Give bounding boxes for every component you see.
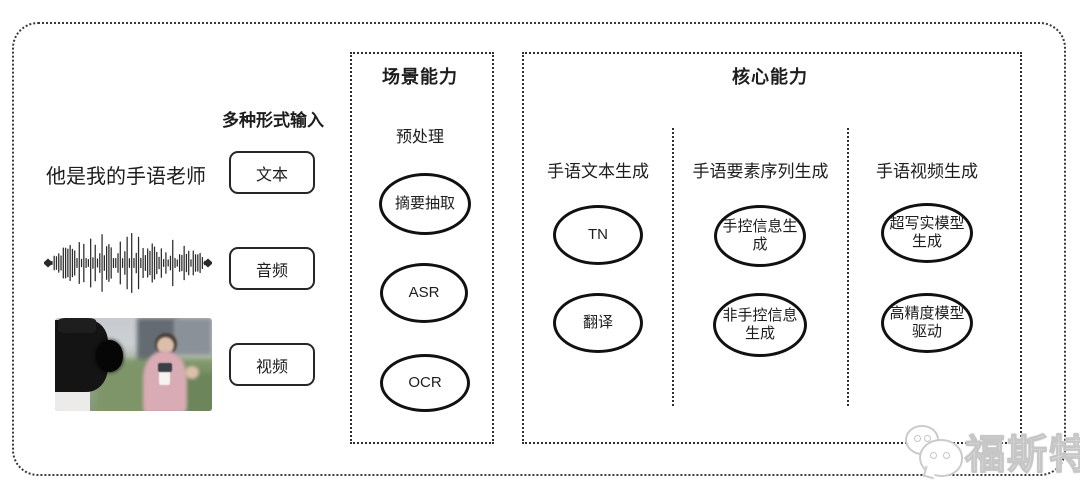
- preprocess-label: 预处理: [395, 129, 444, 146]
- node-high-precision-model-driving: 高精度模型驱动: [881, 293, 973, 353]
- scene-panel-title: 场景能力: [382, 67, 458, 87]
- node-label: 高精度模型驱动: [889, 305, 965, 340]
- node-label: 非手控信息生成: [722, 307, 798, 342]
- column-divider: [672, 128, 674, 406]
- photo-microphone-flag: [157, 362, 172, 372]
- outer-dotted-border: [12, 22, 1066, 476]
- core-capability-panel: [522, 52, 1022, 444]
- wechat-bubbles-icon: [903, 423, 965, 480]
- sample-sentence-text: 他是我的手语老师: [46, 166, 206, 188]
- watermark-text: 福斯特: [964, 432, 1080, 477]
- node-hyperrealistic-model-generation: 超写实模型生成: [881, 203, 973, 263]
- node-label: 手控信息生成: [722, 218, 798, 253]
- column-header-sign-elements: 手语要素序列生成: [692, 162, 829, 181]
- column-divider: [847, 128, 849, 406]
- input-forms-label: 多种形式输入: [222, 111, 324, 130]
- core-panel-title: 核心能力: [732, 67, 808, 87]
- input-box-audio: 音频: [229, 247, 315, 290]
- photo-reporter-hand: [185, 366, 200, 380]
- node-translation: 翻译: [553, 293, 643, 353]
- node-label: 翻译: [582, 314, 613, 331]
- node-label: 摘要抽取: [394, 195, 455, 212]
- node-manual-info-generation: 手控信息生成: [714, 205, 806, 267]
- node-label: 超写实模型生成: [889, 215, 965, 250]
- node-summary-extraction: 摘要抽取: [379, 173, 471, 235]
- node-asr: ASR: [380, 263, 468, 323]
- watermark: 福斯特: [903, 418, 1080, 484]
- input-box-audio-label: 音频: [255, 262, 288, 280]
- node-label: OCR: [408, 374, 442, 391]
- column-header-sign-text: 手语文本生成: [547, 162, 649, 181]
- input-box-text-label: 文本: [255, 166, 288, 184]
- photo-camera-lens: [95, 340, 123, 372]
- news-reporter-photo: [55, 318, 212, 411]
- photo-camera-top: [58, 318, 96, 333]
- node-label: TN: [588, 226, 608, 243]
- input-box-video: 视频: [229, 343, 315, 386]
- chat-bubble-icon: [919, 439, 963, 480]
- audio-waveform-graphic: [44, 233, 212, 293]
- input-box-video-label: 视频: [255, 358, 288, 376]
- node-non-manual-info-generation: 非手控信息生成: [713, 293, 807, 357]
- node-ocr: OCR: [380, 354, 470, 412]
- photo-reporter-face: [157, 336, 175, 355]
- node-tn: TN: [553, 205, 643, 265]
- photo-microphone: [159, 364, 171, 385]
- column-header-sign-video: 手语视频生成: [876, 162, 978, 181]
- scene-capability-panel: [350, 52, 494, 444]
- node-label: ASR: [408, 284, 440, 301]
- photo-building: [174, 318, 212, 356]
- input-box-text: 文本: [229, 151, 315, 194]
